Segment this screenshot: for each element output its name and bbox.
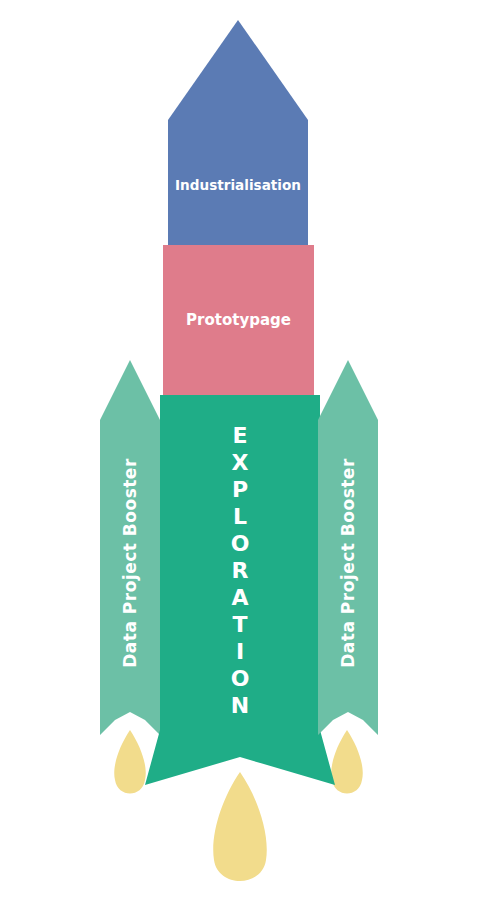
stage-fill <box>163 245 314 395</box>
stage-fill <box>145 395 335 785</box>
left-booster: Data Project Booster <box>100 360 160 735</box>
stage-fill <box>318 360 378 735</box>
stage-label: EXPLORATION <box>229 422 251 719</box>
nose-stage: Industrialisation <box>168 20 308 245</box>
middle-stage: Prototypage <box>163 245 314 395</box>
left-booster-flame <box>114 730 146 794</box>
stage-label: Industrialisation <box>175 177 301 193</box>
right-booster-flame <box>331 730 363 794</box>
main-body: EXPLORATION <box>145 395 335 785</box>
stage-label: Prototypage <box>186 311 291 329</box>
stage-shape <box>168 20 308 245</box>
booster-label: Data Project Booster <box>120 458 140 668</box>
stage-fill <box>168 20 308 245</box>
stage-fill <box>100 360 160 735</box>
booster-label: Data Project Booster <box>338 458 358 668</box>
main-flame <box>213 772 267 881</box>
right-booster: Data Project Booster <box>318 360 378 735</box>
